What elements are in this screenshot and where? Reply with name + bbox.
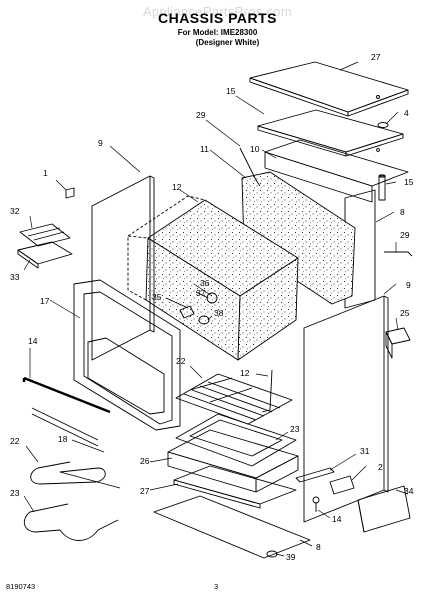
left-side-panel-part	[91, 175, 155, 361]
callout: 35	[152, 292, 162, 302]
light-assembly-part	[179, 292, 218, 325]
door-seal-part	[22, 376, 111, 414]
watermark: AppliancePartsPros.com	[143, 4, 292, 19]
callout: 37	[196, 288, 206, 298]
oven-wrap-insulation-part	[127, 195, 299, 361]
callout: 22	[10, 436, 20, 446]
callout: 1	[43, 168, 48, 178]
broil-element-part	[23, 503, 119, 541]
bracket-part	[239, 147, 261, 187]
callout: 15	[226, 86, 236, 96]
small-clip-part	[329, 475, 355, 495]
callout: 9	[98, 138, 103, 148]
callout: 23	[290, 424, 300, 434]
variant-line: (Designer White)	[195, 38, 260, 47]
callout: 39	[286, 552, 296, 562]
bake-element-part	[30, 461, 121, 489]
callout: 9	[406, 280, 411, 290]
callout: 29	[196, 110, 206, 120]
rod-part	[31, 407, 99, 447]
mounting-bracket-part	[357, 485, 411, 533]
callout: 10	[250, 144, 260, 154]
callout: 12	[172, 182, 182, 192]
callout: 33	[10, 272, 20, 282]
inner-top-panel-part	[257, 109, 404, 157]
front-frame-part	[73, 279, 181, 431]
callout: 17	[40, 296, 50, 306]
top-panel-part	[249, 61, 409, 117]
callout: 8	[316, 542, 321, 552]
oven-rack-part	[175, 373, 293, 425]
callout: 25	[400, 308, 410, 318]
vent-pan-part	[17, 241, 73, 269]
drawer-bottom-part	[173, 465, 297, 509]
callout: 26	[140, 456, 150, 466]
callout: 12	[240, 368, 250, 378]
foot-part	[266, 550, 278, 558]
callout: 27	[371, 52, 381, 62]
callout: 38	[214, 308, 224, 318]
callout: 29	[400, 230, 410, 240]
callout: 34	[404, 486, 414, 496]
callout: 4	[404, 108, 409, 118]
callout: 2	[378, 462, 383, 472]
page-title: CHASSIS PARTS	[157, 10, 278, 26]
page-number: 3	[214, 582, 219, 591]
callout: 23	[10, 488, 20, 498]
callout: 31	[360, 446, 370, 456]
document-number: 8190743	[6, 582, 36, 591]
callout: 14	[28, 336, 38, 346]
base-plate-part	[153, 495, 311, 559]
side-trim-part	[261, 369, 273, 413]
callout: 32	[10, 206, 20, 216]
side-bracket-part	[384, 251, 413, 257]
callout: 11	[200, 144, 209, 154]
vent-grate-part	[19, 223, 71, 247]
callout: 8	[400, 207, 405, 217]
clip-part	[65, 187, 75, 199]
screw-part	[312, 496, 320, 512]
broiler-pan-part	[175, 413, 297, 467]
callout: 18	[58, 434, 68, 444]
post-part	[378, 174, 386, 201]
callout: 36	[200, 278, 210, 288]
callout: 15	[404, 177, 414, 187]
callout: 22	[176, 356, 186, 366]
terminal-block-part	[385, 327, 411, 359]
leader-lines	[23, 61, 409, 557]
callout-labels: 27 15 4 29 10 9 11 15 1 12 8 32 29 33 9 …	[10, 52, 414, 562]
right-side-panel-part	[303, 295, 389, 523]
storage-drawer-part	[167, 429, 299, 493]
callout: 14	[332, 514, 342, 524]
model-line: For Model: IME28300	[177, 28, 258, 37]
strip-part	[295, 467, 335, 483]
back-top-part	[264, 139, 409, 203]
callout: 27	[140, 486, 150, 496]
